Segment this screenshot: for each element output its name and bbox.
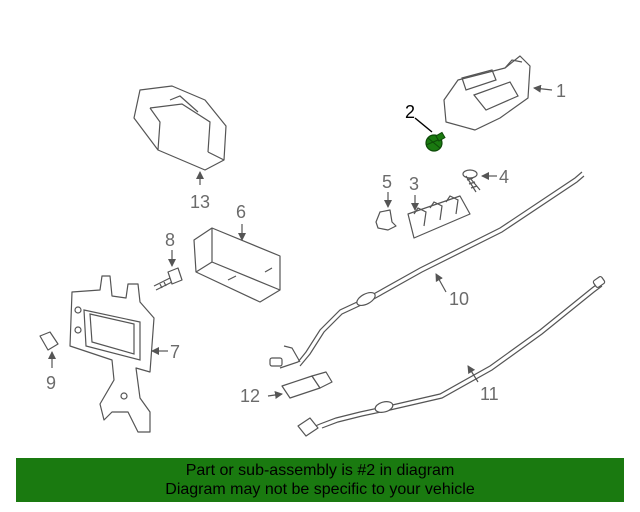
part-10-cable [269, 171, 585, 369]
callout-5: 5 [382, 172, 392, 192]
callout-12: 12 [240, 386, 260, 406]
leader-1 [533, 84, 553, 93]
part-1-latch [443, 55, 531, 131]
leader-10 [435, 273, 447, 293]
callout-8: 8 [165, 230, 175, 250]
callout-6: 6 [236, 202, 246, 222]
part-12-connector [281, 371, 333, 399]
part-9-clip [39, 331, 59, 351]
leader-2 [414, 117, 433, 133]
callout-10: 10 [449, 289, 469, 309]
callout-7: 7 [170, 342, 180, 362]
banner-line-1: Part or sub-assembly is #2 in diagram [185, 462, 455, 479]
part-2-screw-highlighted [425, 131, 446, 152]
part-4-screw [462, 169, 481, 193]
callout-2: 2 [405, 102, 415, 122]
part-7-bracket [69, 275, 155, 433]
part-6-control-module [193, 227, 281, 303]
callout-11: 11 [480, 384, 499, 404]
banner-line-2: Diagram may not be specific to your vehi… [165, 481, 475, 498]
callout-13: 13 [190, 192, 210, 212]
part-5-clip [375, 209, 397, 231]
leader-12 [267, 391, 283, 399]
part-8-bolt [153, 267, 183, 291]
part-13-module [133, 85, 227, 171]
leader-11 [467, 365, 479, 383]
part-11-cable [297, 276, 606, 437]
callout-9: 9 [46, 373, 56, 393]
callout-3: 3 [409, 174, 419, 194]
part-3-clip-strip [407, 195, 471, 239]
info-banner: Part or sub-assembly is #2 in diagram Di… [16, 458, 624, 502]
callout-4: 4 [499, 167, 509, 187]
callout-1: 1 [556, 81, 566, 101]
